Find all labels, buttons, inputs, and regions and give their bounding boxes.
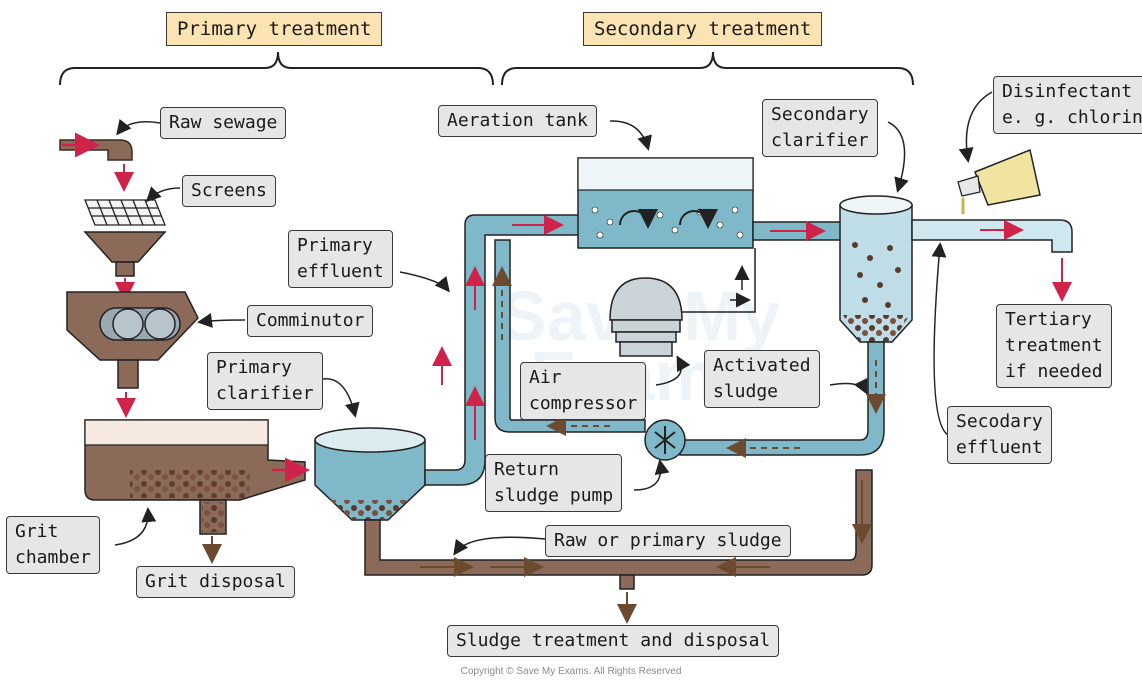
- label-secondary-clarifier: Secondary clarifier: [762, 99, 878, 157]
- label-pointers: [114, 91, 993, 556]
- label-grit-chamber: Grit chamber: [6, 516, 100, 574]
- label-primary-clarifier: Primary clarifier: [207, 352, 323, 410]
- label-screens: Screens: [182, 175, 276, 207]
- label-grit-disposal: Grit disposal: [136, 566, 295, 598]
- secondary-bracket: [501, 51, 914, 86]
- raw-sludge-pipe: [364, 469, 873, 576]
- label-primary-effluent: Primary effluent: [288, 230, 393, 288]
- return-sludge-pipe: [494, 239, 646, 433]
- secondary-effluent-pipe: [911, 219, 1073, 253]
- label-aeration-tank: Aeration tank: [438, 105, 597, 137]
- label-tertiary-treatment: Tertiary treatment if needed: [996, 304, 1112, 388]
- activated-sludge-pipe: [679, 341, 885, 456]
- label-comminutor: Comminutor: [247, 305, 374, 337]
- copyright-notice: Copyright © Save My Exams. All Rights Re…: [460, 666, 682, 677]
- primary-treatment-header: Primary treatment: [166, 12, 383, 46]
- label-secondary-effluent: Secodary effluent: [947, 406, 1052, 464]
- label-sludge-treatment: Sludge treatment and disposal: [447, 625, 780, 657]
- label-disinfectant: Disinfectant e. g. chlorine: [993, 76, 1142, 134]
- label-air-compressor: Air compressor: [520, 362, 647, 420]
- screens-grid: [84, 199, 166, 226]
- label-raw-primary-sludge: Raw or primary sludge: [545, 525, 791, 557]
- primary-effluent-pipe: [424, 214, 581, 486]
- label-return-sludge-pump: Return sludge pump: [485, 454, 623, 512]
- disinfectant-bottle: [974, 148, 1041, 206]
- air-compressor-dome: [609, 277, 683, 321]
- screens-hopper: [83, 231, 167, 263]
- label-activated-sludge: Activated sludge: [704, 350, 820, 408]
- primary-bracket: [59, 51, 494, 86]
- raw-sewage-pipe: [59, 139, 133, 161]
- secondary-treatment-header: Secondary treatment: [583, 12, 823, 46]
- label-raw-sewage: Raw sewage: [160, 107, 287, 139]
